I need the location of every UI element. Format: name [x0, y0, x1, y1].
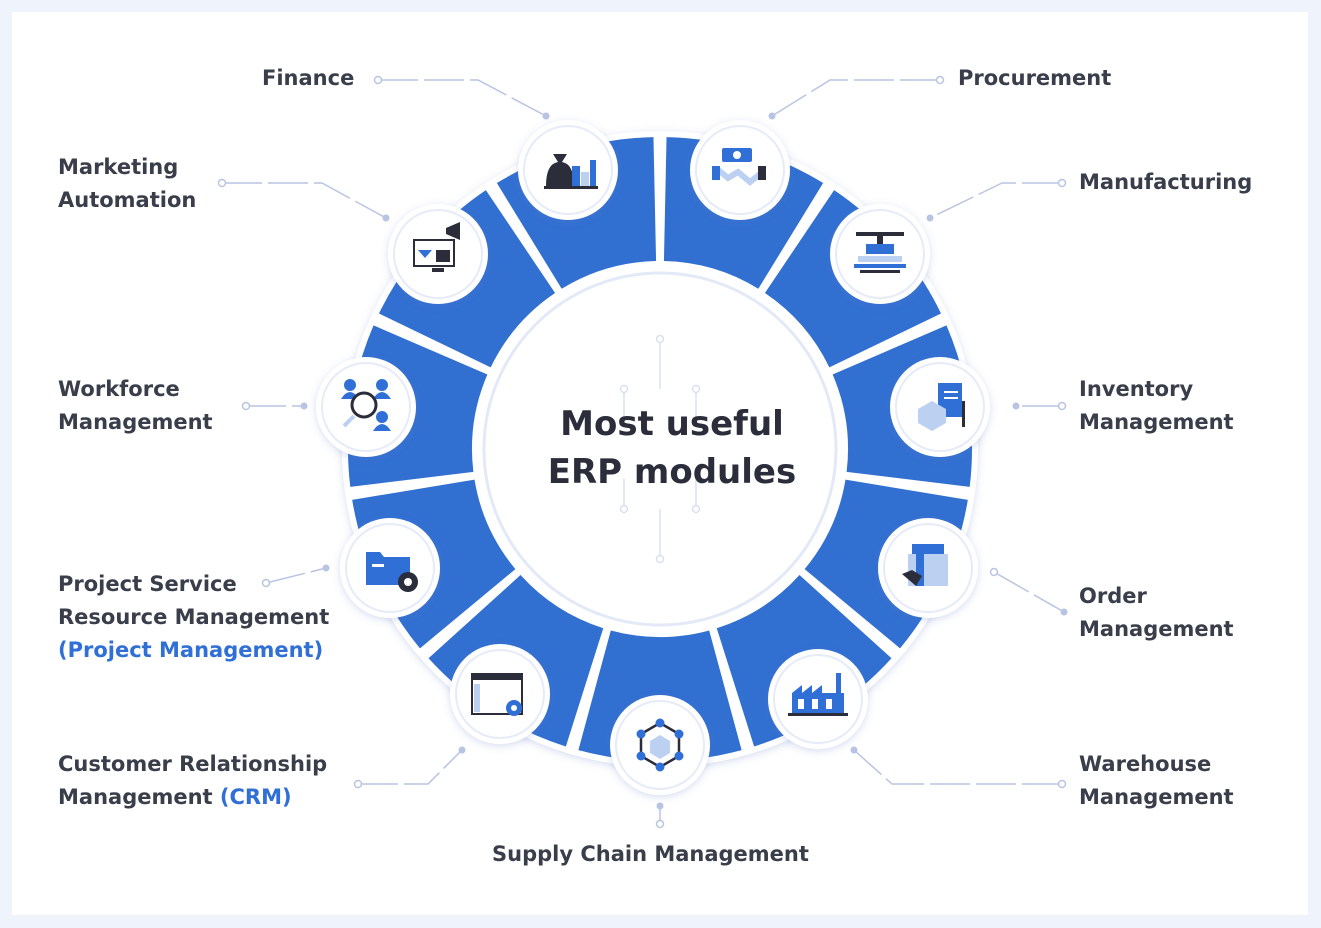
- hub-disc: [482, 271, 838, 627]
- connector-start-dot: [322, 564, 330, 572]
- label-supply-chain: Supply Chain Management: [492, 838, 809, 871]
- connector-start-dot: [382, 214, 390, 222]
- label-order-line1: Order: [1079, 584, 1147, 608]
- connector-end-dot: [935, 75, 945, 85]
- order-box-icon: [878, 518, 978, 618]
- inventory-box-icon: [890, 357, 990, 457]
- connector-order: [993, 571, 1065, 613]
- label-crm-line1: Customer Relationship: [58, 752, 328, 776]
- connector-end-dot: [241, 401, 251, 411]
- label-order-line2: Management: [1079, 617, 1234, 641]
- label-warehouse: Warehouse Management: [1079, 748, 1234, 814]
- hub-circuit-node: [691, 504, 701, 514]
- diagram-canvas: Most useful ERP modules Finance Procurem…: [12, 12, 1308, 915]
- label-finance-text: Finance: [262, 66, 355, 90]
- label-procurement-text: Procurement: [958, 66, 1112, 90]
- center-title: Most useful ERP modules: [492, 400, 852, 496]
- network-cube-icon: [610, 695, 710, 795]
- connector-manufacturing: [929, 182, 1062, 219]
- hub-circuit-node: [691, 384, 701, 394]
- connector-start-dot: [656, 802, 664, 810]
- people-search-icon: [316, 357, 416, 457]
- crm-window-icon: [450, 644, 550, 744]
- label-warehouse-line1: Warehouse: [1079, 752, 1212, 776]
- monitor-megaphone-icon: [388, 204, 488, 304]
- connector-crm: [358, 749, 463, 785]
- label-inventory-line2: Management: [1079, 410, 1234, 434]
- label-project-line3: (Project Management): [58, 638, 324, 662]
- center-title-line1: Most useful: [560, 404, 784, 444]
- connector-start-dot: [926, 214, 934, 222]
- label-procurement: Procurement: [958, 62, 1111, 95]
- label-marketing-line2: Automation: [58, 188, 197, 212]
- money-bag-chart-icon: [518, 120, 618, 220]
- center-title-line2: ERP modules: [547, 452, 797, 492]
- label-manufacturing-text: Manufacturing: [1079, 170, 1253, 194]
- press-machine-icon: [830, 204, 930, 304]
- connector-procurement: [771, 79, 940, 117]
- label-finance: Finance: [262, 62, 354, 95]
- label-project-line2: Resource Management: [58, 605, 330, 629]
- connector-end-dot: [353, 779, 363, 789]
- connector-end-dot: [261, 578, 271, 588]
- module-icons: [316, 120, 990, 795]
- label-supply-chain-text: Supply Chain Management: [492, 842, 809, 866]
- connector-warehouse: [853, 749, 1062, 785]
- connector-finance: [378, 79, 547, 117]
- connector-lines: [217, 75, 1068, 829]
- label-inventory: Inventory Management: [1079, 373, 1234, 439]
- connector-end-dot: [655, 819, 665, 829]
- label-workforce: Workforce Management: [58, 373, 213, 439]
- handshake-money-icon: [690, 120, 790, 220]
- label-project-line1: Project Service: [58, 572, 237, 596]
- label-marketing-line1: Marketing: [58, 155, 179, 179]
- warehouse-factory-icon: [768, 649, 868, 749]
- hub-circuit-node: [655, 554, 665, 564]
- hub-circuit-node: [619, 384, 629, 394]
- connector-end-dot: [1057, 401, 1067, 411]
- label-inventory-line1: Inventory: [1079, 377, 1194, 401]
- connector-start-dot: [300, 402, 308, 410]
- connector-end-dot: [989, 567, 999, 577]
- center-hub: [478, 267, 842, 631]
- connector-end-dot: [373, 75, 383, 85]
- folder-gear-icon: [340, 518, 440, 618]
- hub-circuit-node: [619, 504, 629, 514]
- label-warehouse-line2: Management: [1079, 785, 1234, 809]
- label-marketing: Marketing Automation: [58, 151, 196, 217]
- hub-circuit-node: [655, 334, 665, 344]
- label-crm-line2: Management (CRM): [58, 781, 327, 814]
- label-crm-line2-text: Management: [58, 785, 220, 809]
- connector-start-dot: [1012, 402, 1020, 410]
- connector-start-dot: [542, 112, 550, 120]
- connector-end-dot: [217, 178, 227, 188]
- connector-end-dot: [1057, 779, 1067, 789]
- label-manufacturing: Manufacturing: [1079, 166, 1252, 199]
- label-workforce-line1: Workforce: [58, 377, 180, 401]
- connector-project: [265, 567, 327, 584]
- erp-wheel-diagram: [217, 75, 1068, 829]
- connector-start-dot: [1060, 608, 1068, 616]
- connector-start-dot: [850, 746, 858, 754]
- label-workforce-line2: Management: [58, 410, 213, 434]
- label-crm: Customer Relationship Management (CRM): [58, 748, 327, 814]
- label-order: Order Management: [1079, 580, 1234, 646]
- label-crm-accent: (CRM): [219, 785, 292, 809]
- connector-start-dot: [768, 112, 776, 120]
- connector-end-dot: [1057, 178, 1067, 188]
- label-project: Project Service Resource Management (Pro…: [58, 568, 329, 667]
- connector-start-dot: [458, 746, 466, 754]
- connector-marketing: [222, 182, 387, 219]
